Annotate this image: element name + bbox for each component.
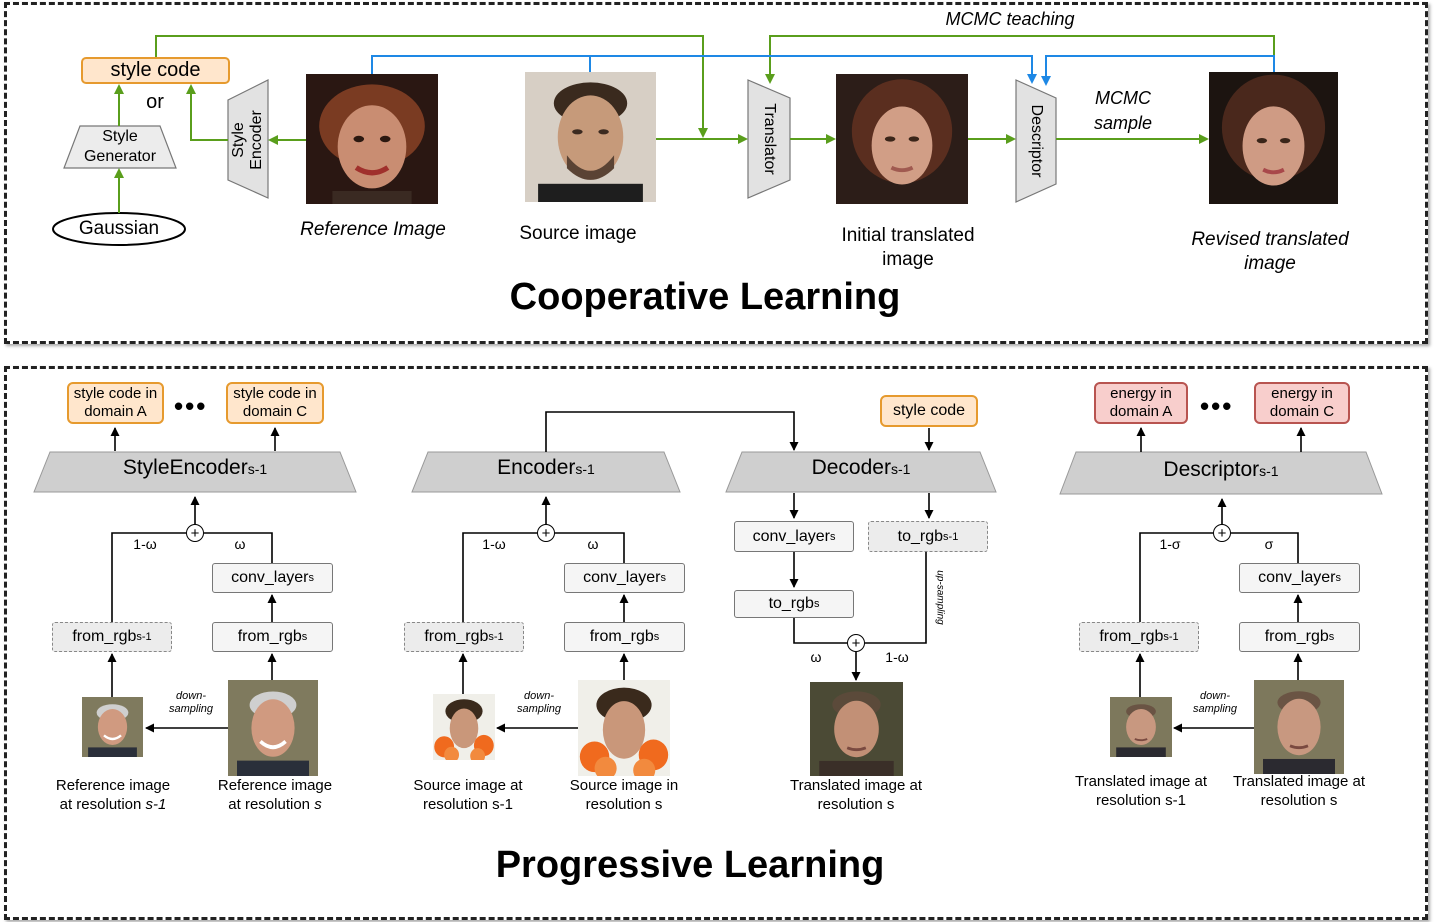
translator-label: Translator: [761, 103, 778, 175]
weight-right: ω: [587, 536, 599, 552]
reference-image-small: [82, 697, 143, 757]
style-code-domain-c: style code in domain C: [226, 382, 324, 424]
initial-translated-image: [836, 74, 968, 204]
weight-right: ω: [234, 536, 246, 552]
weight-left: ω: [810, 649, 822, 665]
reference-image-caption: Reference Image: [300, 219, 446, 240]
revised-translated-image: [1209, 72, 1338, 204]
progressive-learning-title: Progressive Learning: [495, 844, 885, 886]
up-sampling-label: up-sampling: [934, 570, 946, 625]
style-code-domain-a: style code in domain A: [67, 382, 164, 424]
energy-domain-a: energy in domain A: [1094, 382, 1188, 424]
down-sampling-label: down-sampling: [168, 690, 214, 715]
source-image: [525, 72, 656, 202]
translated-image-large: [1254, 680, 1344, 774]
weight-left: 1-ω: [133, 536, 157, 552]
sum-node: +: [186, 524, 204, 542]
progressive-learning-panel: [4, 366, 1428, 920]
revised-translated-caption: Revised translated image: [1191, 229, 1349, 274]
sum-node: +: [847, 634, 865, 652]
source-large-caption: Source image in resolution s: [569, 777, 679, 813]
translated-small-caption: Translated image at resolution s-1: [1074, 773, 1207, 809]
decoder-style-code: style code: [880, 395, 978, 427]
style-encoder-label: Style Encoder: [230, 110, 265, 170]
source-image-large: [578, 680, 670, 776]
down-sampling-label: down-sampling: [516, 690, 562, 715]
energy-domain-c: energy in domain C: [1254, 382, 1350, 424]
reference-image: [306, 74, 438, 204]
initial-translated-caption: Initial translated image: [841, 225, 975, 270]
source-image-caption: Source image: [519, 223, 637, 244]
translated-output-caption: Translated image at resolution s: [789, 777, 922, 813]
source-small-caption: Source image at resolution s-1: [413, 777, 523, 813]
mcmc-teaching-label: MCMC teaching: [945, 9, 1075, 29]
down-sampling-label: down-sampling: [1192, 690, 1238, 715]
style-generator-label: Style Generator: [83, 128, 157, 165]
descriptor-label: Descriptor: [1028, 104, 1045, 178]
ellipsis: •••: [174, 391, 208, 421]
weight-right: σ: [1264, 536, 1274, 552]
source-image-small: [433, 694, 495, 760]
weight-right: 1-ω: [885, 649, 909, 665]
translated-image-output: [810, 682, 903, 776]
ellipsis: •••: [1200, 391, 1234, 421]
or-label: or: [146, 91, 164, 113]
reference-image-large: [228, 680, 318, 776]
translated-large-caption: Translated image at resolution s: [1232, 773, 1365, 809]
gaussian-label: Gaussian: [78, 218, 160, 239]
cooperative-learning-panel: [4, 2, 1428, 344]
sum-node: +: [1213, 524, 1231, 542]
style-code-box: style code: [81, 57, 230, 84]
weight-left: 1-ω: [482, 536, 506, 552]
translated-image-small: [1110, 697, 1172, 757]
mcmc-sample-label: MCMC sample: [1093, 88, 1153, 133]
cooperative-learning-title: Cooperative Learning: [509, 276, 901, 318]
sum-node: +: [537, 524, 555, 542]
weight-left: 1-σ: [1159, 536, 1181, 552]
